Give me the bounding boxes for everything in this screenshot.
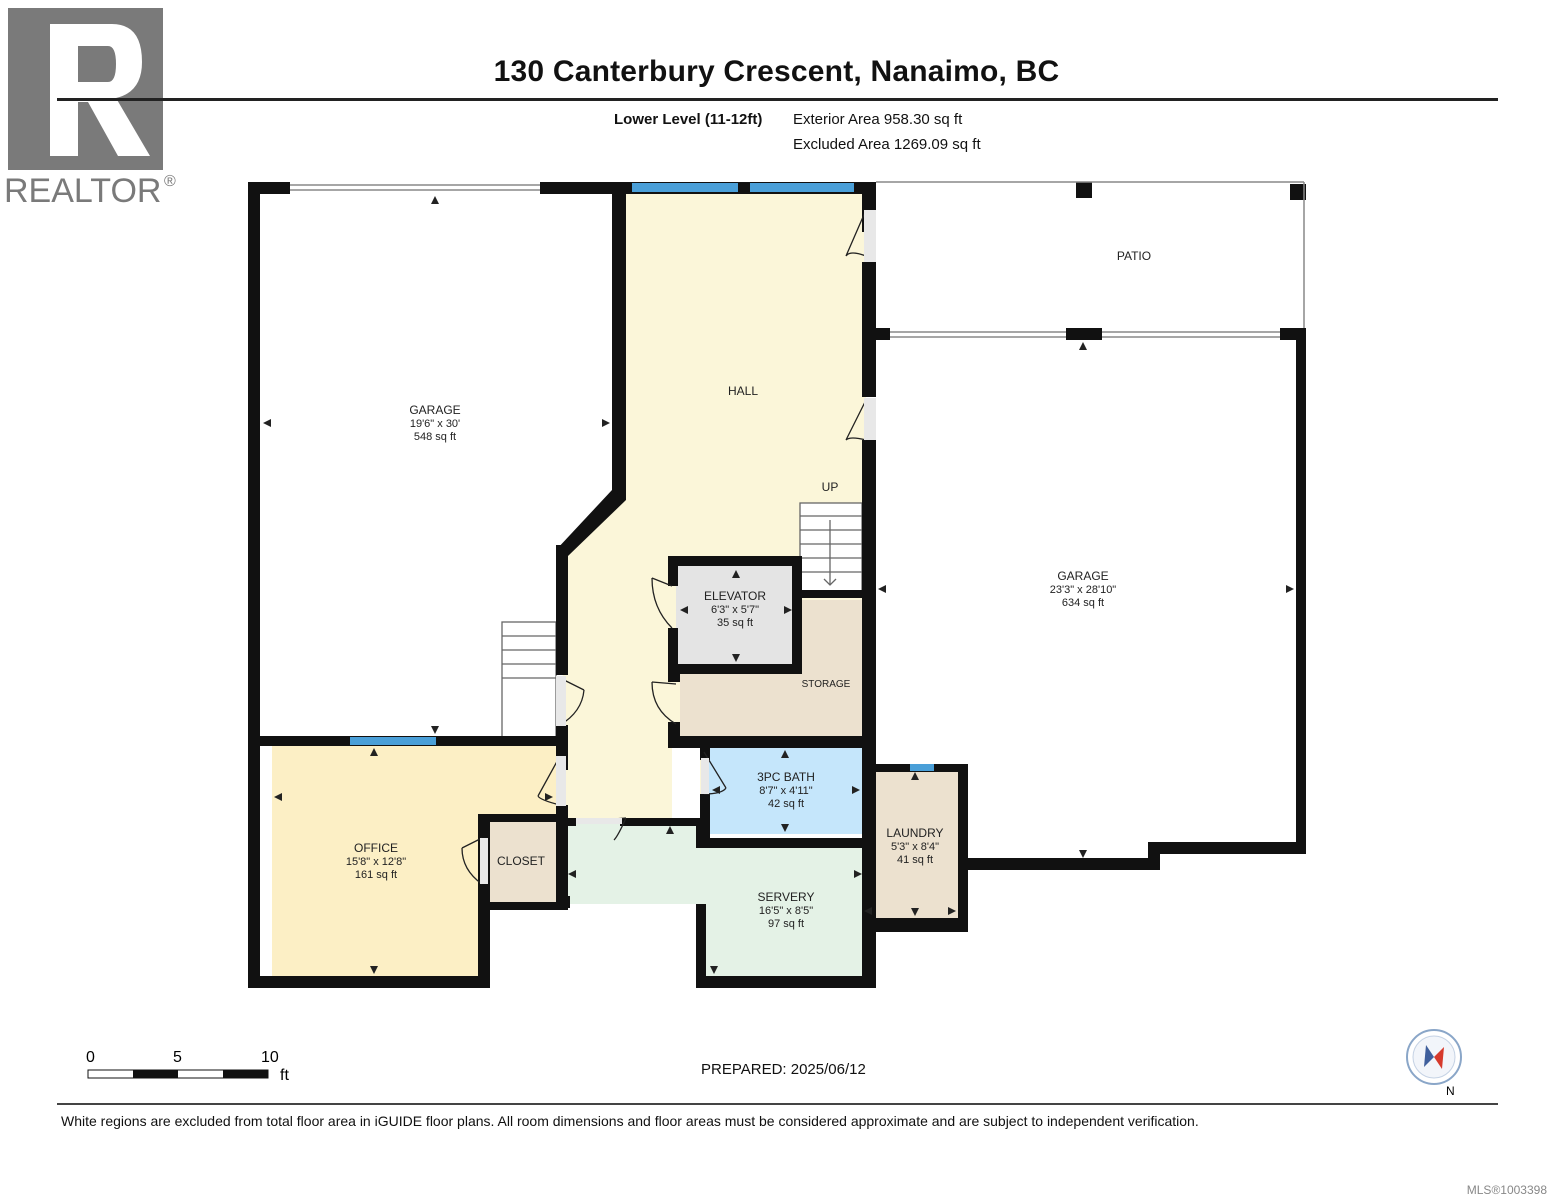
office-area: 161 sq ft [355,869,397,881]
stairs-up-label: UP [822,480,839,494]
office-name: OFFICE [354,841,398,855]
office-dims: 15'8" x 12'8" [346,856,406,868]
servery-area: 97 sq ft [768,918,804,930]
laundry-dims: 5'3" x 8'4" [891,841,939,853]
garage-right-area: 634 sq ft [1062,597,1104,609]
compass-north-label: N [1446,1084,1455,1098]
realtor-wordmark: REALTOR [4,172,161,210]
hall-name: HALL [728,384,758,398]
garage-right-name: GARAGE [1057,569,1108,583]
laundry-area: 41 sq ft [897,854,933,866]
storage-fill [680,600,862,738]
page-title: 130 Canterbury Crescent, Nanaimo, BC [493,55,1060,88]
level-label: Lower Level (11-12ft) [614,111,763,128]
bath-dims: 8'7" x 4'11" [759,785,812,797]
closet-name: CLOSET [497,854,546,868]
bath-area: 42 sq ft [768,798,804,810]
scale-label-5: 5 [173,1049,182,1066]
realtor-logo: REALTOR ® [4,8,176,210]
laundry-name: LAUNDRY [886,826,943,840]
registered-mark: ® [164,173,176,190]
mls-number: MLS®1003398 [1466,1183,1547,1197]
garage-left-dims: 19'6" x 30' [410,418,460,430]
laundry-fill [870,770,960,922]
scale-label-10: 10 [261,1049,279,1066]
servery-dims: 16'5" x 8'5" [759,905,813,917]
north-compass-icon: N [1406,1029,1462,1098]
patio-name: PATIO [1117,249,1151,263]
bath-fill [708,748,862,834]
storage-name: STORAGE [802,679,851,690]
bath-name: 3PC BATH [757,770,815,784]
servery-name: SERVERY [758,890,815,904]
windows [350,183,934,771]
scale-bar: 0 5 10 ft [86,1049,289,1084]
excluded-area: Excluded Area 1269.09 sq ft [793,136,981,153]
stairs-garage [501,621,557,739]
elevator-area: 35 sq ft [717,617,753,629]
footer-divider [57,1103,1498,1105]
elevator-fill [676,563,796,667]
r-letter-icon [50,24,150,156]
disclaimer-text: White regions are excluded from total fl… [61,1113,1199,1129]
elevator-dims: 6'3" x 5'7" [711,604,759,616]
closet-fill [486,820,558,904]
servery-fill [566,822,864,976]
dimension-markers [263,196,1294,974]
garage-right-dims: 23'3" x 28'10" [1050,584,1117,596]
door-gaps [480,210,876,884]
garage-left-area: 548 sq ft [414,431,456,443]
garage-left-name: GARAGE [409,403,460,417]
title-divider [57,98,1498,101]
stairs-up [799,502,863,592]
exterior-area: Exterior Area 958.30 sq ft [793,111,963,128]
scale-label-0: 0 [86,1049,95,1066]
hall-fill-lower [560,190,866,822]
scale-unit: ft [280,1067,289,1084]
elevator-name: ELEVATOR [704,589,766,603]
open-edges [290,181,1305,338]
prepared-date: PREPARED: 2025/06/12 [701,1061,866,1078]
